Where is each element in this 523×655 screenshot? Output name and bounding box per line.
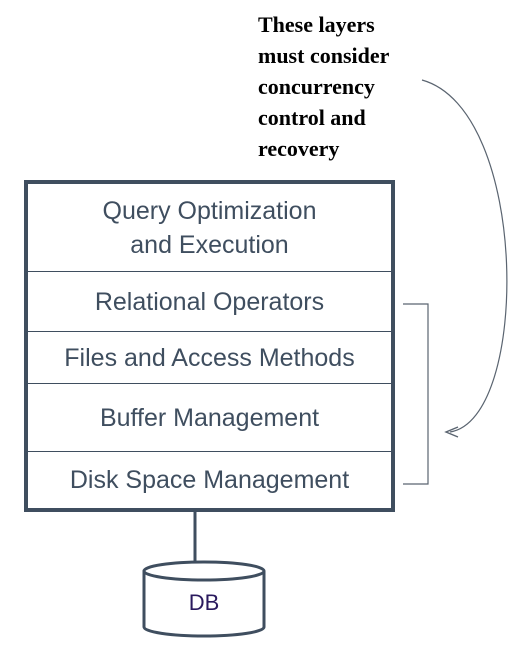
note-line: recovery xyxy=(258,136,340,161)
note-line: must consider xyxy=(258,43,390,68)
note-line: concurrency xyxy=(258,74,375,99)
database-cylinder-icon xyxy=(142,560,266,638)
layer-label: Files and Access Methods xyxy=(64,343,355,372)
layer-label: Relational Operators xyxy=(94,287,325,316)
layer-label: Buffer Management xyxy=(99,403,320,432)
concurrency-note: These layers must consider concurrency c… xyxy=(258,9,458,164)
layer-buffer-management: Buffer Management xyxy=(28,384,391,452)
layer-bracket xyxy=(403,303,429,485)
note-line: control and xyxy=(258,105,366,130)
note-arrow xyxy=(421,79,508,433)
layer-query-optimization: Query Optimization and Execution xyxy=(28,184,391,272)
layer-label: Disk Space Management xyxy=(69,466,350,494)
layer-relational-operators: Relational Operators xyxy=(28,272,391,332)
layer-disk-space-management: Disk Space Management xyxy=(28,452,391,508)
layer-files-access-methods: Files and Access Methods xyxy=(28,332,391,384)
arrow-head-icon xyxy=(444,426,459,438)
database-label: DB xyxy=(188,590,220,615)
layer-label: Query Optimization and Execution xyxy=(102,196,317,259)
dbms-layer-stack: Query Optimization and Execution Relatio… xyxy=(24,180,395,512)
note-line: These layers xyxy=(258,12,375,37)
